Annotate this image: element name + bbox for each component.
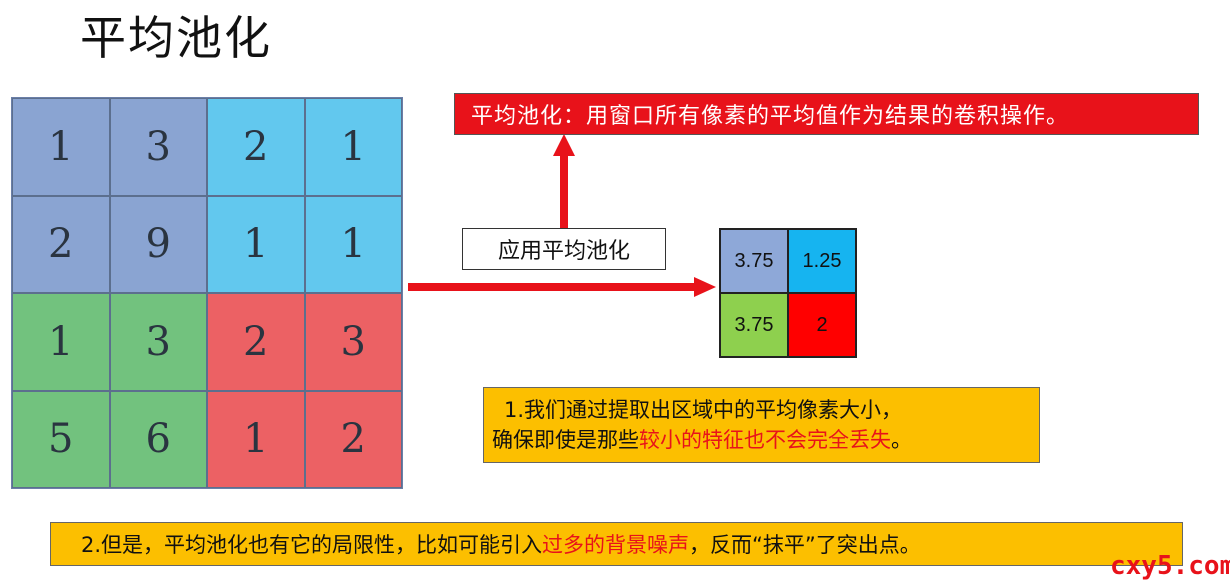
grid-cell: 3	[304, 293, 402, 391]
grid-cell: 3	[109, 293, 207, 391]
note1-line1: 1.我们通过提取出区域中的平均像素大小，	[504, 398, 903, 422]
note2-end: ，反而“抹平”了突出点。	[689, 533, 921, 557]
input-grid: 1 3 2 1 2 9 1 1 1 3 2 3 5 6 1 2	[11, 97, 403, 489]
grid-cell: 1	[12, 98, 110, 196]
right-arrow-shaft	[408, 283, 698, 291]
result-grid: 3.75 1.25 3.75 2	[719, 228, 857, 358]
grid-cell: 2	[12, 195, 110, 293]
result-cell: 1.25	[788, 229, 856, 293]
result-cell: 3.75	[720, 229, 788, 293]
up-arrow-shaft	[560, 152, 568, 228]
note1-text: 确保即使是那些	[492, 428, 639, 452]
definition-box: 平均池化：用窗口所有像素的平均值作为结果的卷积操作。	[454, 93, 1199, 135]
grid-cell: 5	[12, 390, 110, 488]
note-box-1: 1.我们通过提取出区域中的平均像素大小， 确保即使是那些较小的特征也不会完全丢失…	[483, 387, 1040, 463]
note2-text: 2.但是，平均池化也有它的局限性，比如可能引入	[81, 533, 543, 557]
note1-line2: 确保即使是那些较小的特征也不会完全丢失。	[492, 425, 1039, 455]
apply-pooling-label: 应用平均池化	[462, 228, 666, 270]
note1-end: 。	[891, 428, 912, 452]
grid-cell: 2	[304, 390, 402, 488]
grid-cell: 1	[207, 390, 305, 488]
right-arrow-icon	[694, 277, 716, 297]
grid-cell: 3	[109, 98, 207, 196]
note1-highlight: 较小的特征也不会完全丢失	[639, 428, 891, 452]
page-title: 平均池化	[80, 11, 272, 65]
grid-cell: 9	[109, 195, 207, 293]
note2-highlight: 过多的背景噪声	[542, 533, 690, 557]
note-box-2: 2.但是，平均池化也有它的局限性，比如可能引入过多的背景噪声，反而“抹平”了突出…	[50, 522, 1183, 566]
grid-cell: 2	[207, 293, 305, 391]
watermark: cxy5.com	[1110, 551, 1230, 581]
grid-cell: 1	[304, 195, 402, 293]
grid-cell: 1	[304, 98, 402, 196]
grid-cell: 2	[207, 98, 305, 196]
result-cell: 2	[788, 293, 856, 357]
grid-cell: 1	[207, 195, 305, 293]
grid-cell: 1	[12, 293, 110, 391]
result-cell: 3.75	[720, 293, 788, 357]
up-arrow-icon	[553, 134, 575, 156]
grid-cell: 6	[109, 390, 207, 488]
